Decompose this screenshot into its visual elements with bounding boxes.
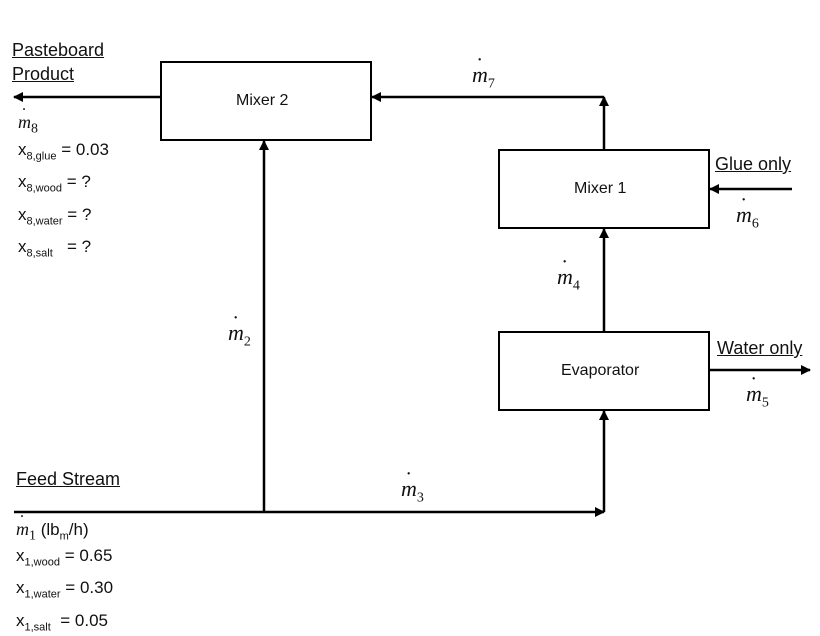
feed-flow-label: m1 (lbm/h) bbox=[16, 508, 89, 550]
composition-row: x8,salt = ? bbox=[18, 237, 92, 260]
m2-label: m2 bbox=[228, 311, 251, 350]
evaporator-label: Evaporator bbox=[561, 362, 640, 379]
m4-label: m4 bbox=[557, 255, 580, 294]
feed-stream-label: Feed Stream bbox=[16, 469, 121, 489]
pasteboard-product-label: Pasteboard Product bbox=[12, 40, 105, 84]
composition-row: x8,water = ? bbox=[18, 204, 92, 228]
m8-label: m8 bbox=[18, 104, 38, 138]
composition-row: x1,water = 0.30 bbox=[16, 578, 114, 601]
composition-row: x1,salt = 0.05 bbox=[16, 610, 108, 634]
glue-only-label: Glue only bbox=[715, 154, 792, 174]
feed-composition: x1,wood = 0.65 x1,water = 0.30 x1,salt = 0… bbox=[16, 543, 113, 636]
mixer1-box bbox=[498, 149, 710, 229]
product-composition: x8,glue = 0.03 x8,wood = ? x8,water = ? x8,… bbox=[18, 137, 109, 267]
composition-row: x8,wood = ? bbox=[18, 172, 91, 195]
m3-label: m3 bbox=[401, 467, 424, 506]
mixer1-label: Mixer 1 bbox=[574, 180, 627, 197]
m5-label: m5 bbox=[746, 372, 769, 411]
composition-row: x8,glue = 0.03 bbox=[18, 140, 109, 163]
composition-row: x1,wood = 0.65 bbox=[16, 546, 113, 569]
m7-label: m7 bbox=[472, 53, 495, 92]
mixer2-label: Mixer 2 bbox=[236, 92, 289, 109]
water-only-label: Water only bbox=[717, 338, 803, 358]
m6-label: m6 bbox=[736, 193, 759, 232]
mixer2-box bbox=[160, 61, 372, 141]
